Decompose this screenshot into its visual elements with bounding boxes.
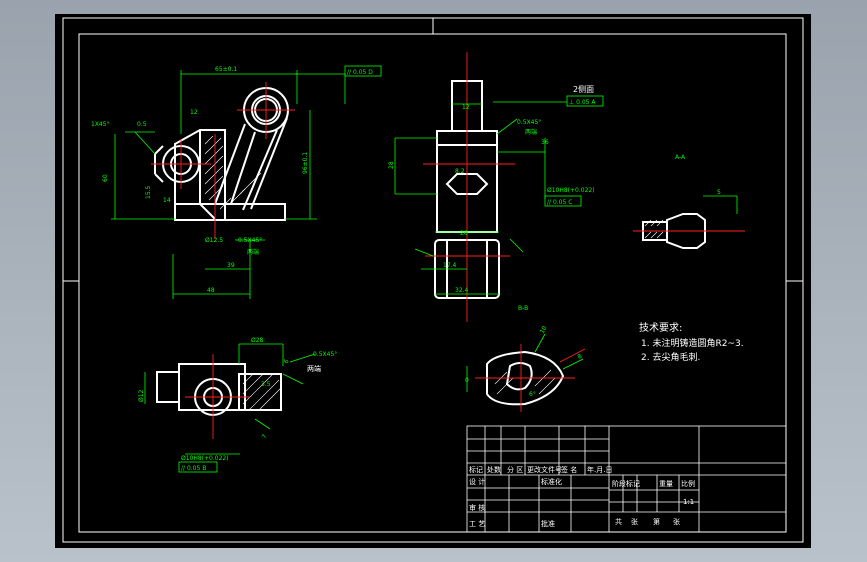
dim-48: 48 xyxy=(207,287,215,294)
front-dim-26: 26 xyxy=(460,230,468,237)
tb-page2: 张 xyxy=(673,517,680,526)
tb-mark: 标记 xyxy=(469,465,483,474)
tb-scale: 1:1 xyxy=(683,498,694,506)
cad-drawing: 65±0.1 12 1X45° 0.5 60 15.5 14 Ø12.5 39 … xyxy=(62,17,804,543)
aa-dim-5: 5 xyxy=(717,189,721,196)
front-chamfer: 0.5X45° xyxy=(517,119,541,126)
gdt-top: // 0.05 D xyxy=(347,69,373,76)
bb-angle: 6° xyxy=(529,391,536,398)
dim-hole-dia: Ø12.5 xyxy=(205,237,223,244)
tb-zone: 分 区 xyxy=(507,465,523,474)
gdt-right-hole: Ø10H8(+0.022) xyxy=(547,187,595,194)
tb-page: 第 xyxy=(653,517,660,526)
tb-weight: 重量 xyxy=(659,480,673,488)
gdt-right: // 0.05 C xyxy=(547,199,572,206)
tb-doc-no: 更改文件号 xyxy=(527,465,562,474)
dim-chamfer-small: 0.5 xyxy=(137,121,147,128)
bottom-view xyxy=(144,343,316,455)
gdt-right-frame: Ø10H8(+0.022) // 0.05 C xyxy=(544,187,595,207)
tb-standardize: 标准化 xyxy=(541,477,562,486)
front-dim-32: 32.4 xyxy=(455,287,469,294)
tech-item-1: 1. 未注明铸造圆角R2~3. xyxy=(641,337,744,349)
front-dim-17: 17.4 xyxy=(443,262,457,269)
bl-both: 两端 xyxy=(307,364,321,373)
tb-count: 处数 xyxy=(487,465,501,474)
technical-requirements: 技术要求: 1. 未注明铸造圆角R2~3. 2. 去尖角毛刺. xyxy=(639,321,744,363)
bb-dim-8: 8 xyxy=(577,353,584,361)
dim-chamfer-left: 1X45° xyxy=(91,121,110,128)
bl-dim-12: Ø12 xyxy=(138,389,145,402)
tb-design: 设 计 xyxy=(469,477,485,486)
dim-96: 96±0.1 xyxy=(302,152,309,174)
aa-label: A-A xyxy=(675,154,686,161)
front-dim-12: 12 xyxy=(462,104,470,111)
front-dim-28: 28 xyxy=(388,161,395,169)
front-36: 36 xyxy=(541,139,549,146)
tb-check: 审 核 xyxy=(469,503,485,512)
tb-total: 共 xyxy=(615,517,622,526)
gdt-bottom: // 0.05 B xyxy=(181,465,206,472)
cad-viewport[interactable]: 65±0.1 12 1X45° 0.5 60 15.5 14 Ø12.5 39 … xyxy=(55,14,811,548)
tb-scale-header: 比例 xyxy=(681,479,695,488)
tb-process: 工 艺 xyxy=(469,520,485,528)
bl-dim-6: 6 xyxy=(283,358,291,365)
title-block-text: 标记 处数 分 区 更改文件号 签 名 年.月.日 设 计 标准化 阶段标记 重… xyxy=(469,465,695,528)
gdt-top-frame: // 0.05 D xyxy=(344,65,382,77)
dim-d15: 15.5 xyxy=(145,185,152,199)
dim-top-width: 65±0.1 xyxy=(215,66,237,73)
tb-approve: 批准 xyxy=(541,519,555,528)
bb-label: B-B xyxy=(518,305,528,312)
dim-height-60: 60 xyxy=(102,174,109,182)
section-a-a xyxy=(633,195,745,249)
front-both: 两端 xyxy=(525,128,537,136)
section-b-b xyxy=(466,333,586,412)
dim-39: 39 xyxy=(227,262,235,269)
dim-ra-bot: 0.5X45° xyxy=(238,237,262,244)
gdt-bottom-hole: Ø10H8(+0.022) xyxy=(181,455,229,462)
tech-title: 技术要求: xyxy=(639,321,682,334)
gdt-bottom-frame: Ø10H8(+0.022) // 0.05 B xyxy=(178,455,229,473)
title-block xyxy=(466,425,787,533)
tb-sign: 签 名 xyxy=(561,465,577,474)
tb-date: 年.月.日 xyxy=(587,465,612,474)
dim-d14: 14 xyxy=(163,197,171,204)
bl-dim-3: 3.5 xyxy=(261,381,271,388)
bl-dim-7: 7 xyxy=(261,433,269,440)
front-view xyxy=(394,52,567,322)
front-dim-8: 8.2 xyxy=(455,168,465,175)
bb-dim-0: 0 xyxy=(465,377,469,384)
tech-item-2: 2. 去尖角毛刺. xyxy=(641,351,700,363)
front-both-sides: 2侧面 xyxy=(573,84,594,94)
bl-chamfer: 0.5X45° xyxy=(313,351,337,358)
bl-dim-dia: Ø28 xyxy=(251,337,264,344)
dim-r12: 12 xyxy=(190,109,198,116)
gdt-front: ⊥ 0.05 A xyxy=(569,99,596,106)
tb-sheet: 张 xyxy=(631,517,638,526)
bb-dim-10: 10 xyxy=(539,325,549,335)
tb-stage: 阶段标记 xyxy=(612,479,640,488)
main-view xyxy=(111,70,346,299)
gdt-front-frame: ⊥ 0.05 A xyxy=(566,95,604,107)
dim-both-ends: 两端 xyxy=(247,248,259,256)
